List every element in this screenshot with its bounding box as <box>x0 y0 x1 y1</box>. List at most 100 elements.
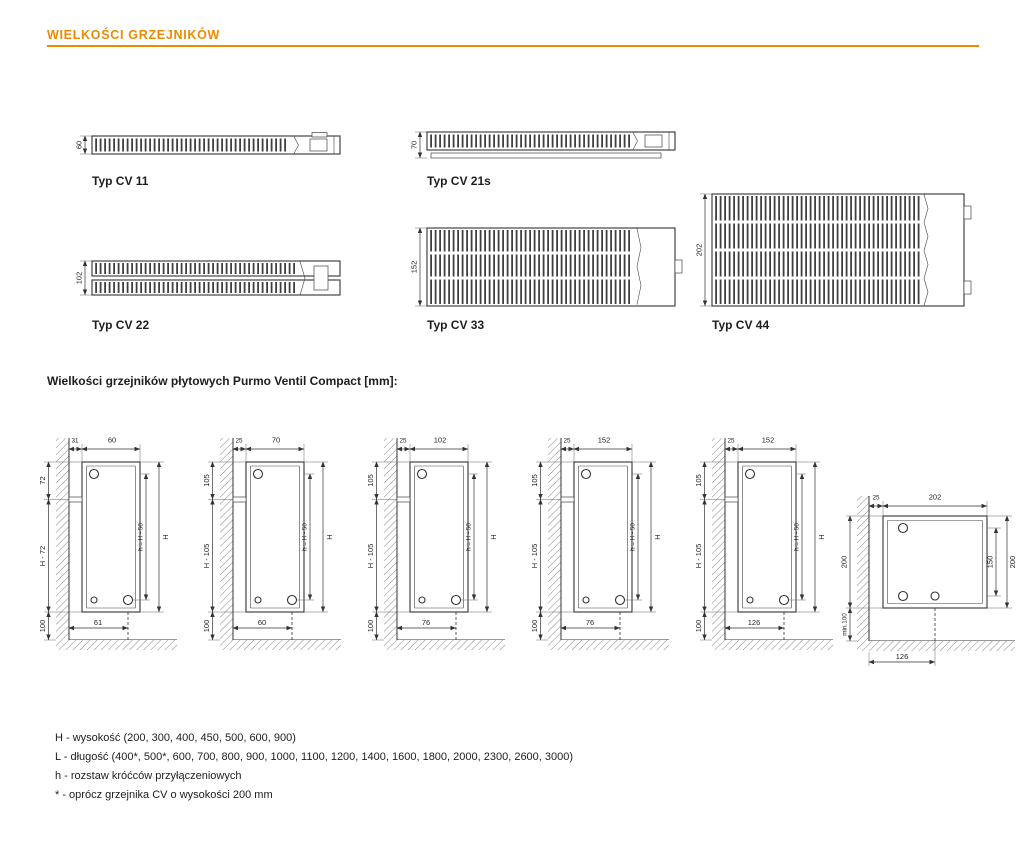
mounting-bracket <box>560 496 575 503</box>
radiator-body <box>81 461 141 613</box>
installation-diagram: 31 60 72 H - 72 100 h = H - 50 H 61 <box>38 436 177 650</box>
dim-mid: H - 105 <box>530 544 539 569</box>
valve-connection <box>930 591 940 601</box>
dim-wall-gap: 25 <box>727 438 735 445</box>
dim-mid: H - 105 <box>202 544 211 569</box>
dim-bottom: 76 <box>586 618 594 627</box>
air-vent <box>744 468 756 480</box>
dim-height: H <box>653 534 662 539</box>
installation-diagram: 25 102 105 H - 105 100 h = H - 50 H 76 <box>366 436 505 650</box>
page-title: WIELKOŚCI GRZEJNIKÓW <box>47 28 221 42</box>
wall-hatch <box>384 438 397 640</box>
cross-section-cv33: 152 <box>410 227 683 307</box>
dim-height: 200 <box>840 556 849 569</box>
valve-connection <box>614 594 626 606</box>
grille-pattern <box>430 134 630 148</box>
drain-plug <box>90 596 98 604</box>
type-label-cv21s: Typ CV 21s <box>427 174 491 188</box>
convector-plate <box>430 152 662 159</box>
valve-connection <box>778 594 790 606</box>
dim-wall-gap: 25 <box>563 438 571 445</box>
dim-height: H <box>325 534 334 539</box>
grille-pattern <box>95 138 287 152</box>
valve-connection <box>286 594 298 606</box>
mounting-bracket <box>724 496 739 503</box>
dim-depth: 60 <box>108 436 116 445</box>
wall-hatch <box>56 438 69 640</box>
dim-mid: H - 105 <box>366 544 375 569</box>
dim-depth: 202 <box>695 244 704 257</box>
type-label-cv11: Typ CV 11 <box>92 174 149 188</box>
radiator-body <box>245 461 305 613</box>
grille-pattern <box>429 230 631 304</box>
dim-connection-spacing: h = H - 50 <box>302 523 309 551</box>
dim-connection-spacing: h = H - 50 <box>466 523 473 551</box>
mounting-bracket <box>68 496 83 503</box>
legend: H - wysokość (200, 300, 400, 450, 500, 6… <box>55 729 573 805</box>
installation-diagram: 25 152 105 H - 105 100 h = H - 50 H 126 <box>694 436 833 650</box>
dim-depth: 102 <box>434 436 447 445</box>
dim-bottom: 60 <box>258 618 266 627</box>
dim-mid: H - 105 <box>694 544 703 569</box>
dim-depth: 70 <box>410 141 419 149</box>
side-connection-tab <box>963 205 972 220</box>
corner-installation-diagram: 25 202 200 min.100 150 200 126 <box>840 493 1017 666</box>
drain-plug <box>418 596 426 604</box>
cross-section-cv44: 202 <box>695 193 972 307</box>
dim-depth: 60 <box>75 141 84 149</box>
grille-pattern <box>95 282 297 293</box>
air-vent <box>252 468 264 480</box>
air-vent <box>416 468 428 480</box>
wall-hatch <box>548 438 561 640</box>
wall-hatch <box>712 438 725 640</box>
dim-wall-gap: 25 <box>872 495 880 502</box>
drain-plug <box>746 596 754 604</box>
cross-section-cv21s: 70 <box>410 131 676 159</box>
installation-diagram: 25 70 105 H - 105 100 h = H - 50 H 60 <box>202 436 341 650</box>
air-vent <box>88 468 100 480</box>
dim-top-offset: 105 <box>366 474 375 487</box>
dim-top-offset: 105 <box>202 474 211 487</box>
radiator-body <box>573 461 633 613</box>
dim-depth: 152 <box>598 436 611 445</box>
side-connection-tab <box>963 280 972 295</box>
type-label-cv44: Typ CV 44 <box>712 318 770 332</box>
air-vent <box>897 522 909 534</box>
legend-line-height: H - wysokość (200, 300, 400, 450, 500, 6… <box>55 732 296 744</box>
dim-height: H <box>489 534 498 539</box>
dim-connection-spacing: h = H - 50 <box>794 523 801 551</box>
dim-depth: 102 <box>75 272 84 285</box>
dim-height: H <box>817 534 826 539</box>
dim-bottom: 76 <box>422 618 430 627</box>
legend-line-length: L - długość (400*, 500*, 600, 700, 800, … <box>55 751 574 763</box>
valve-connection <box>450 594 462 606</box>
dim-bottom: 126 <box>748 618 761 627</box>
floor-hatch <box>384 640 505 650</box>
dim-bottom-clearance: 100 <box>694 620 703 633</box>
dim-wall-gap: 25 <box>399 438 407 445</box>
dim-connection-spacing: h = H - 50 <box>630 523 637 551</box>
connection-hub <box>897 590 909 602</box>
dim-bottom-clearance: 100 <box>530 620 539 633</box>
dim-connection-spacing: h = H - 50 <box>138 523 145 551</box>
grille-pattern <box>95 263 297 274</box>
floor-hatch <box>712 640 833 650</box>
dim-depth: 202 <box>929 493 942 502</box>
wall-hatch <box>857 496 869 641</box>
wall-hatch <box>220 438 233 640</box>
cross-section-cv22: 102 <box>75 260 341 296</box>
drain-plug <box>254 596 262 604</box>
title-divider <box>47 45 979 47</box>
drain-plug <box>582 596 590 604</box>
dim-depth: 152 <box>762 436 775 445</box>
dimensions-section-title: Wielkości grzejników płytowych Purmo Ven… <box>47 374 398 388</box>
installation-diagrams: 31 60 72 H - 72 100 h = H - 50 H 61 <box>38 428 836 668</box>
dim-bottom-clearance: 100 <box>366 620 375 633</box>
dim-top-offset: 105 <box>694 474 703 487</box>
floor-hatch <box>220 640 341 650</box>
dim-mid: H - 72 <box>38 546 47 566</box>
floor-hatch <box>857 641 1015 651</box>
dim-height: H <box>161 534 170 539</box>
legend-line-footnote: * - oprócz grzejnika CV o wysokości 200 … <box>55 789 273 801</box>
